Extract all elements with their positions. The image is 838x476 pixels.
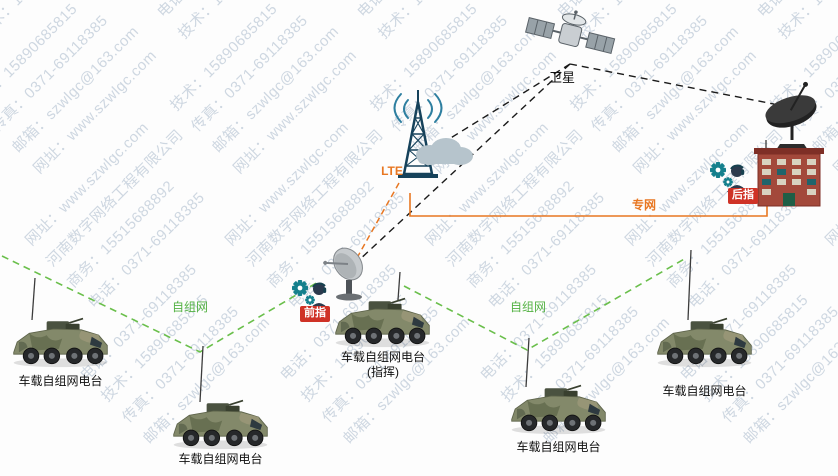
watermark-text: 网址：www.szwlgc.com	[222, 119, 353, 250]
adhoc-network-label-right: 自组网	[509, 300, 546, 314]
watermark-text: 电话：0371-69118385	[352, 0, 478, 22]
watermark-text: 邮箱：szwlgc@163.com	[209, 23, 343, 157]
watermark-text: 技术：15890685815	[173, 0, 290, 43]
watermark-text: 商务：15515688892	[64, 177, 178, 292]
armored-vehicle-icon	[168, 398, 273, 450]
watermark-text: 商务：15515688892	[731, 0, 838, 1]
watermark-text: 商务：15515688892	[464, 177, 578, 292]
satellite-label: 卫星	[548, 70, 575, 85]
watermark-text: 技术：15890685815	[167, 0, 281, 115]
front-command-tag: 前指	[300, 306, 330, 322]
vehicle-label-command: 车载自组网电台 (指挥)	[318, 350, 448, 380]
watermark-text: 电话：0371-69118385	[485, 189, 609, 313]
watermark-text: 商务：15515688892	[531, 0, 648, 1]
watermark-text: 传真：0371-69118385	[0, 12, 112, 136]
rear-command-tag: 后指	[728, 188, 758, 204]
watermark-text: 电话：0371-69118385	[152, 0, 278, 22]
watermark-text: 电话：0371-69118385	[477, 261, 601, 385]
watermark-text: 技术：15890685815	[0, 0, 90, 43]
watermark-text: 电话：0371-69118385	[752, 0, 838, 22]
adhoc-network-label-left: 自组网	[171, 300, 208, 314]
watermark-text: 技术：15890685815	[773, 0, 838, 43]
watermark-text: 电话：0371-69118385	[85, 189, 209, 313]
vehicle-sublabel: (指挥)	[367, 365, 399, 379]
lte-label: LTE	[381, 164, 403, 178]
watermark-text: 商务：15515688892	[131, 0, 248, 1]
armored-vehicle-icon	[506, 383, 611, 435]
armored-vehicle-icon	[330, 296, 435, 348]
watermark-text: 技术：15890685815	[0, 0, 81, 115]
vehicle-label: 车载自组网电台	[178, 452, 263, 466]
armored-vehicle-icon	[652, 316, 757, 368]
watermark-text: 网址：www.szwlgc.com	[22, 119, 153, 250]
watermark-text: 邮箱：szwlgc@163.com	[9, 23, 143, 157]
watermark-text: 河南数字网络工程有限公司	[43, 126, 187, 271]
vehicle-label: 车载自组网电台	[18, 374, 103, 388]
armored-vehicle-icon	[8, 316, 113, 368]
watermark-text: 商务：15515688892	[0, 0, 48, 1]
watermark-text: 邮箱：szwlgc@163.com	[609, 23, 743, 157]
watermark-text: 网址：www.szwlgc.com	[230, 47, 361, 178]
private-network-label: 专网	[631, 198, 656, 212]
watermark-text: 技术：15890685815	[373, 0, 490, 43]
vehicle-label: 车载自组网电台	[662, 384, 747, 398]
vehicle-dish-icon	[323, 247, 363, 301]
watermark-text: 传真：0371-69118385	[188, 12, 312, 136]
vehicle-label: 车载自组网电台	[516, 440, 601, 454]
watermark-text: 商务：15515688892	[331, 0, 448, 1]
satellite-icon	[525, 10, 616, 55]
watermark-text: 电话：0371-69118385	[0, 0, 78, 22]
watermark-text: 网址：www.szwlgc.com	[30, 47, 161, 178]
cloud-icon	[416, 138, 473, 165]
vehicle-label: 车载自组网电台	[340, 350, 425, 364]
building-icon	[754, 140, 824, 207]
